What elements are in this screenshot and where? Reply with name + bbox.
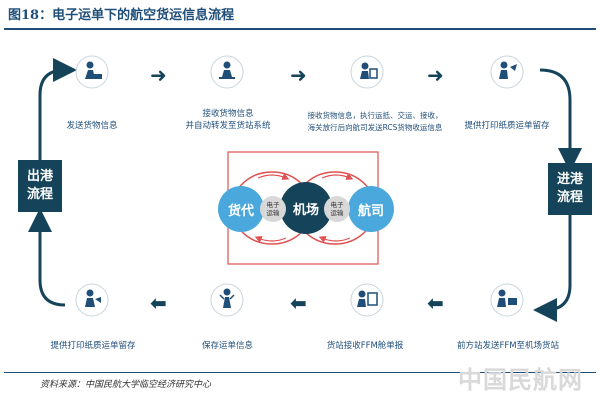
top-arrow-2: ➜ — [290, 63, 307, 87]
source-note: 资料来源：中国民航大学临空经济研究中心 — [40, 380, 212, 390]
watermark: 中国民航网 — [458, 366, 583, 394]
bottom-arrow-2: ⬅ — [290, 291, 307, 315]
top-step-3: 接收货物信息，执行运抵、交运、接收， 海关放行后向航司发送RCS货物收运信息 — [307, 111, 443, 132]
loop-bottom-right — [533, 215, 572, 322]
top-step-1: 发送货物信息 — [66, 121, 118, 131]
seated-person-icon — [75, 283, 109, 317]
e-transport-badge-left: 电子 运输 — [260, 196, 286, 222]
airline-label: 航司 — [357, 203, 384, 219]
bottom-arrow-3: ⬅ — [427, 291, 444, 315]
worker-cart-icon — [490, 283, 524, 317]
red-arrow-2 — [254, 236, 287, 243]
bottom-step-3: 货站接收FFM舱单报 — [326, 341, 404, 351]
red-arrow-1 — [257, 173, 290, 180]
outbound-process-box: 出港 流程 — [18, 160, 62, 212]
top-arrow-3: ➜ — [427, 63, 444, 87]
bottom-arrow-1: ⬅ — [150, 291, 167, 315]
airport-circle: 机场 — [280, 182, 332, 234]
inbound-process-box: 进港 流程 — [548, 163, 592, 215]
bottom-step-4: 前方站发送FFM至机场货站 — [456, 341, 560, 351]
e-transport-badge-right: 电子 运输 — [324, 196, 350, 222]
title-rule — [4, 28, 596, 30]
e-transport-label-left: 电子 运输 — [266, 201, 280, 217]
red-arrow-4 — [318, 236, 351, 243]
operator-icon — [350, 55, 384, 89]
red-arrow-3 — [321, 173, 354, 180]
e-transport-label-right: 电子 运输 — [330, 201, 344, 217]
worker-board-icon — [350, 283, 384, 317]
bottom-step-1: 提供打印纸质运单留存 — [50, 341, 136, 351]
inbound-process-label: 进港 流程 — [556, 172, 583, 205]
figure-title: 图18：电子运单下的航空货运信息流程 — [8, 8, 235, 23]
footer-rule — [4, 372, 596, 373]
loop-top-right — [539, 68, 582, 172]
printer-person-icon — [490, 55, 524, 89]
person-celebrate-icon — [210, 283, 244, 317]
forwarder-label: 货代 — [227, 203, 254, 219]
top-step-4: 提供打印纸质运单留存 — [464, 121, 550, 131]
airport-label: 机场 — [292, 202, 319, 218]
top-arrow-1: ➜ — [150, 63, 167, 87]
forwarder-circle: 货代 — [218, 186, 264, 232]
person-desk-icon — [210, 55, 244, 89]
outbound-process-label: 出港 流程 — [26, 169, 53, 202]
person-laptop-icon — [75, 55, 109, 89]
airline-circle: 航司 — [348, 186, 394, 232]
bottom-step-2: 保存运单信息 — [201, 341, 253, 351]
top-step-2: 接收货物信息 并自动转发至货站系统 — [185, 109, 271, 131]
loop-bottom-left — [28, 208, 66, 307]
loop-top-left — [38, 58, 77, 160]
